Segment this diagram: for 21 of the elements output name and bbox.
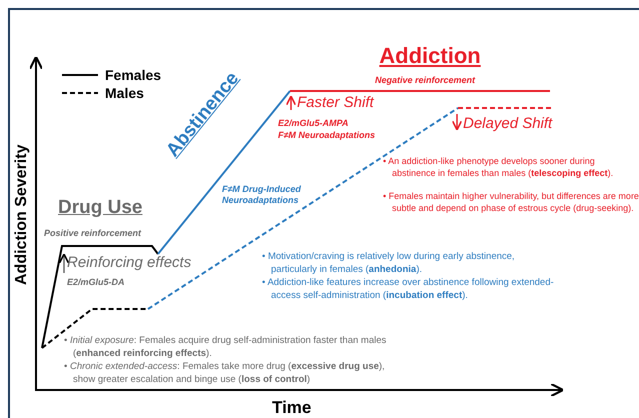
shift-label: Delayed Shift (463, 116, 554, 131)
bullet-text: • Motivation/craving is relatively low during early abstinence, particularly in females (anhedonia). (262, 251, 516, 276)
axis-title: Time (272, 399, 312, 416)
bullet-text: • Addiction-like features increase over abstinence following extended-access self-administration (incubation effect). (262, 277, 555, 302)
shift-label: Faster Shift (297, 95, 376, 110)
bullet-text: • Females maintain higher vulnerability, but differences are more subtle and depend on phase of estrous cycle (drug-seeking). (383, 191, 639, 214)
effect-label: Reinforcing effects (67, 255, 192, 270)
phase-subtitle: Negative reinforcement (374, 74, 476, 87)
mechanism-label: E2/mGlu5-AMPA (278, 117, 350, 130)
mechanism-label: E2/mGlu5-DA (67, 276, 126, 289)
legend-text: Females (105, 68, 162, 82)
axis-title: Addiction Severity (14, 145, 30, 285)
legend-text: Males (105, 86, 144, 100)
bullet-text: • Initial exposure: Females acquire drug self-administration faster than males (enhanced reinforcing effects). (64, 335, 388, 360)
mechanism-label: F≠M Neuroadaptations (278, 129, 376, 142)
bullet-text: • Chronic extended-access: Females take more drug (excessive drug use), show greater escalation and binge use (loss of control) (64, 361, 386, 386)
phase-subtitle: Positive reinforcement (44, 227, 142, 240)
phase-heading: Addiction (378, 45, 482, 67)
mechanism-label: F≠M Drug-Induced Neuroadaptations (222, 184, 302, 206)
phase-heading: Drug Use (58, 198, 144, 217)
bullet-text: • An addiction-like phenotype develops sooner during abstinence in females than males (telescoping effect). (383, 156, 614, 179)
